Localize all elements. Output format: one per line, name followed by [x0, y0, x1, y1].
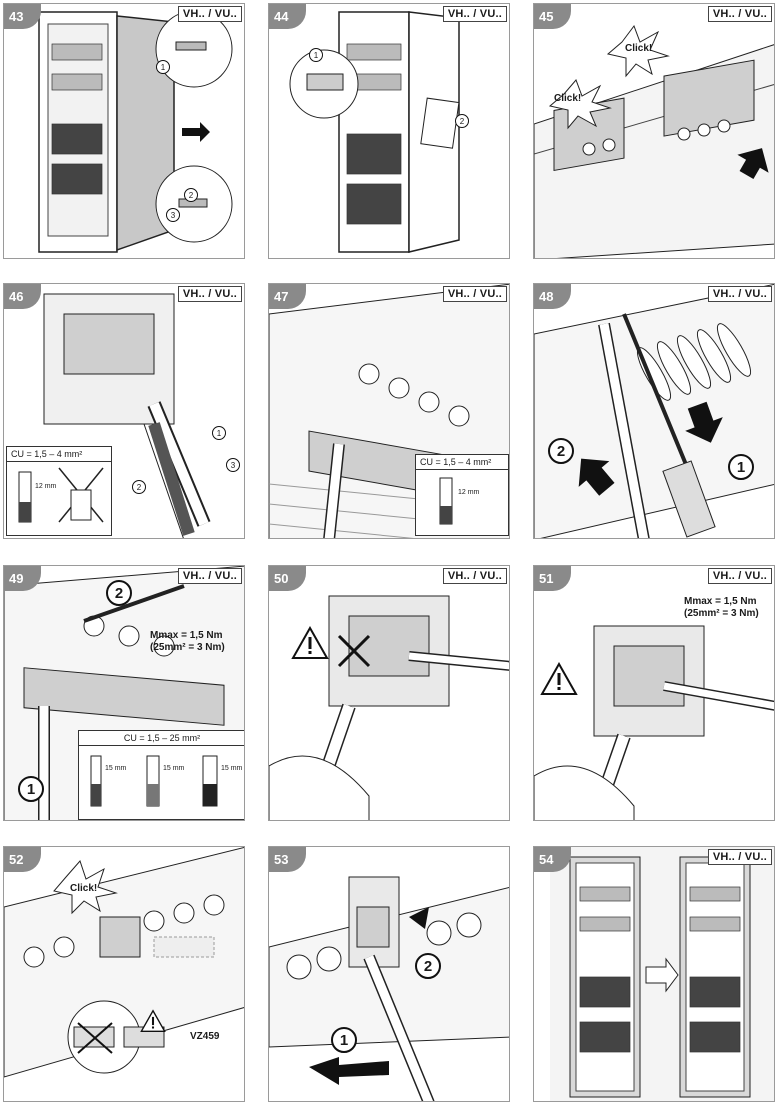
ferrule-diagrams — [90, 755, 218, 807]
strip-length: 12 mm — [458, 489, 480, 496]
accessory-release-illustration — [269, 876, 509, 1101]
step-number: 50 — [269, 566, 306, 591]
callout-2: 2 — [132, 480, 146, 494]
warning-icon — [540, 662, 578, 695]
variant-label: VH.. / VU.. — [442, 286, 507, 302]
panel-49: 49 VH.. / VU.. Mmax = 1,5 Nm (25mm² = 3 … — [3, 565, 245, 821]
wrong-tightening-illustration — [269, 595, 509, 820]
panel-46: 46 VH.. / VU.. CU = 1,5 – 4 mm² 12 mm 1 … — [3, 283, 245, 539]
callout-2: 2 — [548, 438, 574, 464]
callout-1: 1 — [212, 426, 226, 440]
conductor-range: CU = 1,5 – 25 mm² — [79, 731, 244, 746]
strip-length-3: 15 mm — [221, 765, 243, 772]
screwdriver-icon — [622, 313, 696, 485]
strip-length-1: 15 mm — [105, 765, 127, 772]
conductor-spec-box: CU = 1,5 – 4 mm² 12 mm — [6, 446, 112, 536]
wire-insertion-illustration — [43, 293, 211, 538]
variant-label: VH.. / VU.. — [707, 6, 772, 22]
screwdriver-release-illustration — [534, 284, 774, 538]
conductor-range: CU = 1,5 – 4 mm² — [7, 447, 111, 462]
pointing-hand-icon — [645, 957, 679, 993]
cabinet-door-removal-illustration — [38, 10, 233, 253]
callout-1: 1 — [309, 48, 323, 62]
warning-icon — [140, 1009, 166, 1032]
click-label: Click! — [70, 883, 98, 894]
callout-1: 1 — [331, 1027, 357, 1053]
strip-length-2: 15 mm — [163, 765, 185, 772]
callout-1: 1 — [156, 60, 170, 74]
panel-48: 48 VH.. / VU.. 1 2 — [533, 283, 775, 539]
part-code: VZ459 — [190, 1031, 220, 1042]
panel-52: 52 Click! VZ459 — [3, 846, 245, 1102]
callout-3: 3 — [226, 458, 240, 472]
variant-label: VH.. / VU.. — [707, 849, 772, 865]
torque-max-25mm: (25mm² = 3 Nm) — [684, 608, 759, 619]
ferrule-diagram — [439, 477, 453, 525]
conductor-spec-box: CU = 1,5 – 25 mm² 15 mm 15 mm 15 mm — [78, 730, 244, 820]
terminal-click-in-illustration — [534, 24, 774, 258]
variant-label: VH.. / VU.. — [177, 568, 242, 584]
strip-length: 12 mm — [35, 483, 57, 490]
torque-max-25mm: (25mm² = 3 Nm) — [150, 642, 225, 653]
callout-2: 2 — [415, 953, 441, 979]
callout-1: 1 — [18, 776, 44, 802]
panel-51: 51 VH.. / VU.. Mmax = 1,5 Nm (25mm² = 3 … — [533, 565, 775, 821]
panel-45: 45 VH.. / VU.. Click! Click! — [533, 3, 775, 259]
panel-53: 53 2 1 — [268, 846, 510, 1102]
click-burst-icon — [548, 79, 612, 130]
panel-44: 44 VH.. / VU.. 1 2 — [268, 3, 510, 259]
variant-label: VH.. / VU.. — [442, 568, 507, 584]
callout-2: 2 — [455, 114, 469, 128]
callout-1: 1 — [728, 454, 754, 480]
torque-max: Mmax = 1,5 Nm — [684, 596, 757, 607]
correct-tightening-illustration — [534, 625, 774, 820]
variant-label: VH.. / VU.. — [707, 568, 772, 584]
torque-max: Mmax = 1,5 Nm — [150, 630, 223, 641]
torque-spec: Mmax = 1,5 Nm (25mm² = 3 Nm) — [150, 630, 225, 654]
panel-50: 50 VH.. / VU.. — [268, 565, 510, 821]
door-hinge-clip-illustration — [289, 11, 460, 253]
variant-label: VH.. / VU.. — [177, 6, 242, 22]
accessory-click-illustration — [4, 847, 244, 1078]
click-label: Click! — [554, 93, 582, 104]
variant-label: VH.. / VU.. — [177, 286, 242, 302]
variant-label: VH.. / VU.. — [442, 6, 507, 22]
panel-54: 54 VH.. / VU.. — [533, 846, 775, 1102]
callout-3: 3 — [166, 208, 180, 222]
conductor-spec-box: CU = 1,5 – 4 mm² 12 mm — [415, 454, 509, 536]
click-label: Click! — [625, 43, 653, 54]
completed-cabinet-illustration — [550, 847, 774, 1101]
callout-2: 2 — [106, 580, 132, 606]
conductor-range: CU = 1,5 – 4 mm² — [416, 455, 508, 470]
panel-47: 47 VH.. / VU.. CU = 1,5 – 4 mm² 12 mm — [268, 283, 510, 539]
ferrule-diagram — [18, 467, 104, 523]
panel-43: 43 VH.. / VU.. 1 2 3 — [3, 3, 245, 259]
warning-icon — [291, 626, 329, 659]
click-burst-icon — [53, 860, 118, 915]
click-burst-icon — [606, 24, 670, 78]
torque-spec: Mmax = 1,5 Nm (25mm² = 3 Nm) — [684, 596, 759, 620]
callout-2: 2 — [184, 188, 198, 202]
step-number: 51 — [534, 566, 571, 591]
screwdriver-icon — [83, 584, 185, 623]
variant-label: VH.. / VU.. — [707, 286, 772, 302]
